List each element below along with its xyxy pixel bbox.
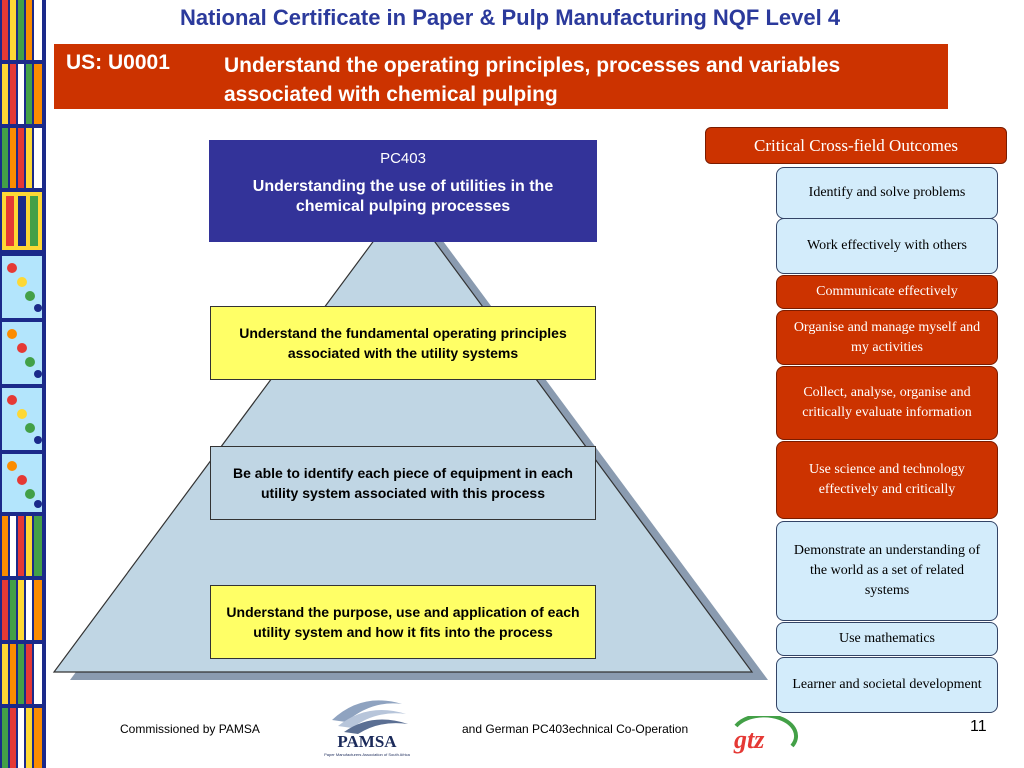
ccf-item-organise-manage: Organise and manage myself and my activi… <box>776 310 998 365</box>
page-number: 11 <box>970 718 987 735</box>
gtz-logo: gtz <box>733 716 798 754</box>
ccf-item-work-with-others: Work effectively with others <box>776 218 998 274</box>
pyramid-step-1: Understand the fundamental operating pri… <box>210 306 596 380</box>
ccf-item-related-systems: Demonstrate an understanding of the worl… <box>776 521 998 621</box>
pamsa-logo-text: PAMSA <box>337 732 397 751</box>
pyramid-step-3: Understand the purpose, use and applicat… <box>210 585 596 659</box>
unit-code: US: U0001 <box>66 51 170 74</box>
ccf-item-mathematics: Use mathematics <box>776 622 998 656</box>
ccf-item-collect-analyse: Collect, analyse, organise and criticall… <box>776 366 998 440</box>
pyramid-triangle <box>52 198 754 673</box>
footer-cooperation: and German PC403echnical Co-Operation <box>462 722 689 736</box>
pyramid-step-2: Be able to identify each piece of equipm… <box>210 446 596 520</box>
ccf-item-communicate: Communicate effectively <box>776 275 998 309</box>
pyramid-diagram <box>52 198 768 680</box>
decorative-side-strip <box>0 0 46 768</box>
pamsa-logo-subtext: Paper Manufacturers Association of South… <box>324 752 411 757</box>
unit-banner: US: U0001 Understand the operating princ… <box>54 44 948 109</box>
ccf-item-solve-problems: Identify and solve problems <box>776 167 998 219</box>
ccf-header: Critical Cross-field Outcomes <box>705 127 1007 164</box>
pc-code: PC403 <box>380 150 426 167</box>
page-title: National Certificate in Paper & Pulp Man… <box>179 5 841 30</box>
pamsa-logo: PAMSA Paper Manufacturers Association of… <box>324 700 411 757</box>
pc-title: Understanding the use of utilities in th… <box>252 178 554 215</box>
footer-commissioned: Commissioned by PAMSA <box>120 722 260 736</box>
unit-description: Understand the operating principles, pro… <box>224 54 841 106</box>
pyramid-top-box: PC403 Understanding the use of utilities… <box>209 140 597 242</box>
ccf-item-societal-development: Learner and societal development <box>776 657 998 713</box>
gtz-logo-text: gtz <box>733 725 765 754</box>
ccf-item-science-technology: Use science and technology effectively a… <box>776 441 998 519</box>
